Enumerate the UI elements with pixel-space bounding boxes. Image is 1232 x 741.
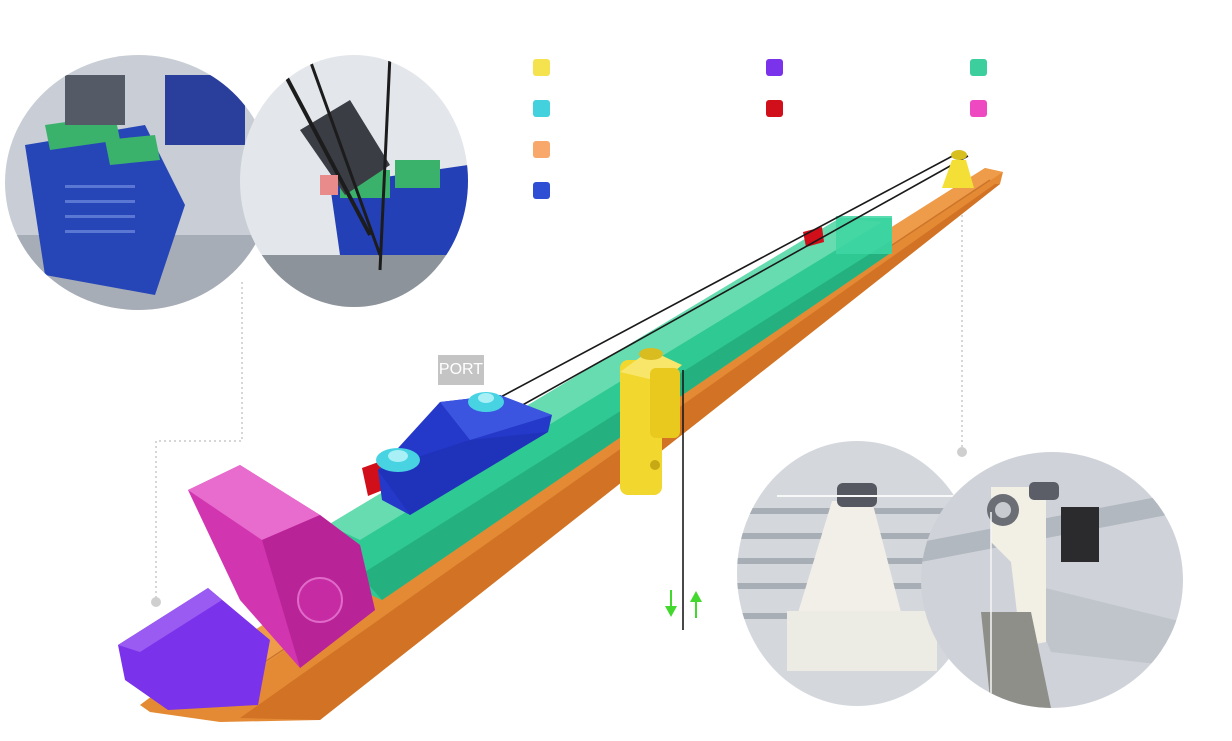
callout-dot-right bbox=[957, 447, 967, 457]
purple-motor-plate bbox=[118, 588, 270, 710]
legend-swatch-blue bbox=[533, 182, 550, 199]
photo-cart-closeup bbox=[921, 452, 1183, 708]
red-stop-far bbox=[803, 227, 824, 247]
green-carriage-rail bbox=[328, 218, 892, 600]
photo-wiring-closeup bbox=[240, 55, 468, 307]
legend-swatch-pink bbox=[970, 100, 987, 117]
up-arrow-icon bbox=[690, 591, 702, 618]
callout-dot-left bbox=[151, 597, 161, 607]
callout-line-left bbox=[155, 282, 243, 600]
port-label: PORT bbox=[438, 355, 484, 385]
legend-swatch-orange bbox=[533, 141, 550, 158]
legend-swatch-purple bbox=[766, 59, 783, 76]
photo-motor-drivers bbox=[5, 55, 272, 310]
legend-swatch-red bbox=[766, 100, 783, 117]
legend-swatch-green bbox=[970, 59, 987, 76]
legend-swatch-cyan bbox=[533, 100, 550, 117]
yellow-idler bbox=[942, 160, 974, 188]
belt-line-upper bbox=[419, 151, 961, 441]
legend-swatch-yellow bbox=[533, 59, 550, 76]
down-arrow-icon bbox=[665, 590, 677, 617]
belt-line-lower bbox=[509, 155, 969, 413]
